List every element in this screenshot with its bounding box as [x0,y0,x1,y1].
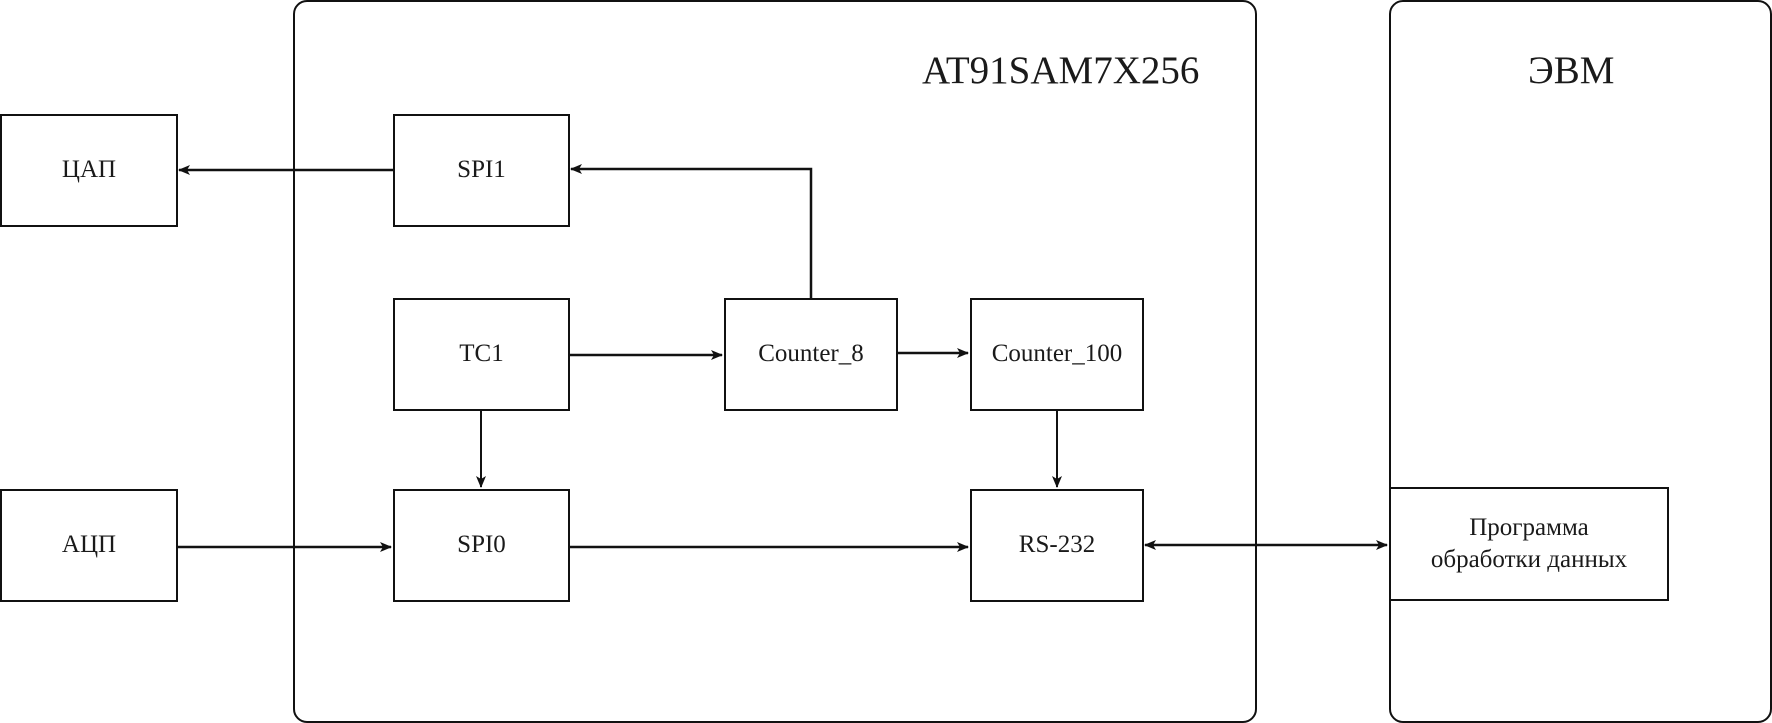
counter100-label: Counter_100 [991,340,1123,368]
program-label-line1: Программа [1469,513,1589,541]
spi1-block: SPI1 [393,114,570,227]
pc-title: ЭВМ [1528,49,1615,92]
tc1-block: TC1 [393,298,570,411]
tc1-label: TC1 [459,340,504,368]
dac-label: ЦАП [61,156,117,184]
counter8-block: Counter_8 [724,298,898,411]
spi0-label: SPI0 [457,531,506,559]
spi0-block: SPI0 [393,489,570,602]
counter100-block: Counter_100 [970,298,1144,411]
mcu-title: AT91SAM7X256 [922,49,1200,92]
pc-container [1389,0,1772,723]
adc-block: АЦП [0,489,178,602]
program-block: Программа обработки данных [1389,487,1669,601]
spi1-label: SPI1 [457,156,506,184]
rs232-block: RS-232 [970,489,1144,602]
edge-counter8-spi1 [570,164,813,298]
adc-label: АЦП [61,531,117,559]
mcu-container [293,0,1257,723]
program-label-line2: обработки данных [1430,546,1628,573]
rs232-label: RS-232 [1018,531,1096,559]
dac-block: ЦАП [0,114,178,227]
counter8-label: Counter_8 [758,340,864,368]
